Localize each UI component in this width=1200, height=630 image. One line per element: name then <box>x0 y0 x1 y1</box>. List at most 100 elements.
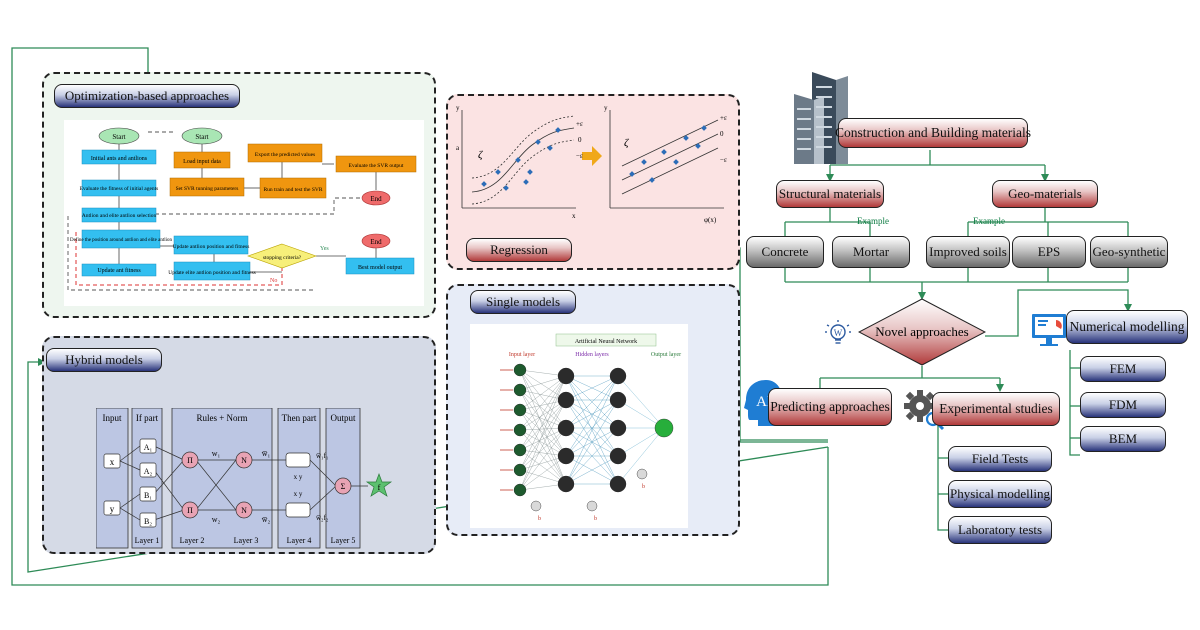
ann-edge <box>519 455 567 491</box>
ann-edge <box>565 399 619 457</box>
ann-input-node <box>513 483 527 497</box>
ann-edge <box>565 399 619 429</box>
ann-hidden-node <box>609 419 627 437</box>
reg-phi: φ(x) <box>704 216 717 224</box>
ann-bias-node <box>586 500 598 512</box>
reg-minus-eps-1: −ε <box>576 152 583 160</box>
anfis-f: f <box>378 483 381 492</box>
svr-antlion-flowchart: Start Start Initial ants and antlions Ev… <box>64 120 424 306</box>
fc-update-elite: Update elite antlion position and fitnes… <box>168 269 256 276</box>
anfis-w1: w₁ <box>212 449 221 458</box>
anfis-pi-2: Π <box>187 506 193 515</box>
fc-init: Initial ants and antlions <box>91 156 148 162</box>
anfis-w2: w₂ <box>212 515 221 524</box>
ann-hidden-node <box>609 475 627 493</box>
ann-input-node <box>513 423 527 437</box>
ann-diagram: Artificial Neural Network Input layer Hi… <box>470 324 688 528</box>
reg-zeta-1: ζ <box>478 149 484 161</box>
ann-edge <box>519 375 567 451</box>
ann-hidden-node <box>557 391 575 409</box>
ann-hidden-node <box>557 419 575 437</box>
construction-materials-node: Construction and Building materials <box>835 118 1031 148</box>
fc-load: Load input data <box>183 159 221 165</box>
ann-edge <box>519 375 567 431</box>
ann-edge <box>519 375 567 491</box>
anfis-wf2: w̅₂f₂ <box>316 514 329 522</box>
fc-start-1: Start <box>112 133 125 141</box>
anfis-n-1: N <box>241 456 247 465</box>
anfis-layer-1: Layer 1 <box>135 536 160 545</box>
anfis-output: Output <box>330 413 356 423</box>
ann-hidden-node <box>609 447 627 465</box>
fc-run: Run train and test the SVR <box>263 187 322 193</box>
anfis-b2: B₂ <box>144 517 152 526</box>
eps-node: EPS <box>1012 236 1086 268</box>
experimental-studies-node: Experimental studies <box>932 392 1060 426</box>
ann-edge <box>519 399 567 491</box>
ann-edge <box>519 375 567 471</box>
anfis-diagram: Input If part Rules + Norm Then part Out… <box>96 408 393 549</box>
anfis-rules: Rules + Norm <box>196 413 247 423</box>
reg-a: a <box>456 144 460 152</box>
ann-edge <box>617 375 665 429</box>
ann-hidden-node <box>609 391 627 409</box>
reg-zero-2: 0 <box>720 130 724 138</box>
ann-input-layer: Input layer <box>509 352 535 358</box>
hybrid-panel-title: Hybrid models <box>46 348 162 372</box>
ann-edge <box>519 399 567 471</box>
ann-edge <box>519 399 567 431</box>
ann-edge <box>519 409 567 485</box>
anfis-sigma: Σ <box>341 482 346 491</box>
field-tests-node: Field Tests <box>948 446 1052 472</box>
lightbulb-icon: W <box>825 320 851 344</box>
ann-input-node <box>513 463 527 477</box>
anfis-x: x <box>110 457 115 467</box>
ann-hidden-node <box>609 367 627 385</box>
anfis-xy-2: x y <box>294 490 303 498</box>
ann-bias-node <box>530 500 542 512</box>
anfis-layer-4: Layer 4 <box>287 536 312 545</box>
fc-define: Define the position around antlion and e… <box>70 238 173 243</box>
anfis-layer-5: Layer 5 <box>331 536 356 545</box>
ann-edge <box>519 429 567 457</box>
ann-edge <box>519 429 567 485</box>
ann-edge <box>565 399 619 485</box>
ann-hidden-node <box>557 447 575 465</box>
anfis-layer-2: Layer 2 <box>180 536 205 545</box>
anfis-then-part: Then part <box>282 413 317 423</box>
fc-evaluate-svr: Evaluate the SVR output <box>349 163 404 169</box>
anfis-pi-1: Π <box>187 456 193 465</box>
gear-icon <box>904 390 945 431</box>
reg-zero-1: 0 <box>578 136 582 144</box>
fc-stopping: stopping criteria? <box>263 255 302 261</box>
anfis-wb2: w̅₂ <box>262 515 271 524</box>
svr-regression-plot: y y a x φ(x) ζ ζ +ε 0 −ε +ε 0 −ε <box>456 104 727 224</box>
anfis-wb1: w̅₁ <box>262 449 271 458</box>
ann-edge <box>519 399 567 451</box>
reg-x: x <box>572 212 576 220</box>
anfis-n-2: N <box>241 506 247 515</box>
fem-node: FEM <box>1080 356 1166 382</box>
anfis-input: Input <box>103 413 122 423</box>
fdm-node: FDM <box>1080 392 1166 418</box>
reg-y-2: y <box>604 104 608 112</box>
concrete-node: Concrete <box>746 236 824 268</box>
novel-approaches-diamond: Novel approaches <box>858 298 986 366</box>
improved-soils-node: Improved soils <box>926 236 1010 268</box>
ann-input-node <box>513 363 527 377</box>
fc-best: Best model output <box>358 265 402 271</box>
ann-title: Artificial Neural Network <box>575 338 637 345</box>
buildings-icon <box>794 72 848 164</box>
ann-edge <box>565 375 619 429</box>
fc-eval: Evaluate the fitness of initial agents <box>80 185 159 192</box>
svg-text:W: W <box>834 328 843 338</box>
ann-edge <box>565 455 619 485</box>
structural-materials-node: Structural materials <box>776 180 884 208</box>
numerical-modelling-node: Numerical modelling <box>1066 310 1188 344</box>
geo-synthetic-node: Geo-synthetic <box>1090 236 1168 268</box>
single-models-panel-title: Single models <box>470 290 576 314</box>
ann-edge <box>519 409 567 429</box>
fc-update-pos: Update antlion position and fitness <box>173 243 250 250</box>
bem-node: BEM <box>1080 426 1166 452</box>
reg-zeta-2: ζ <box>624 137 630 149</box>
